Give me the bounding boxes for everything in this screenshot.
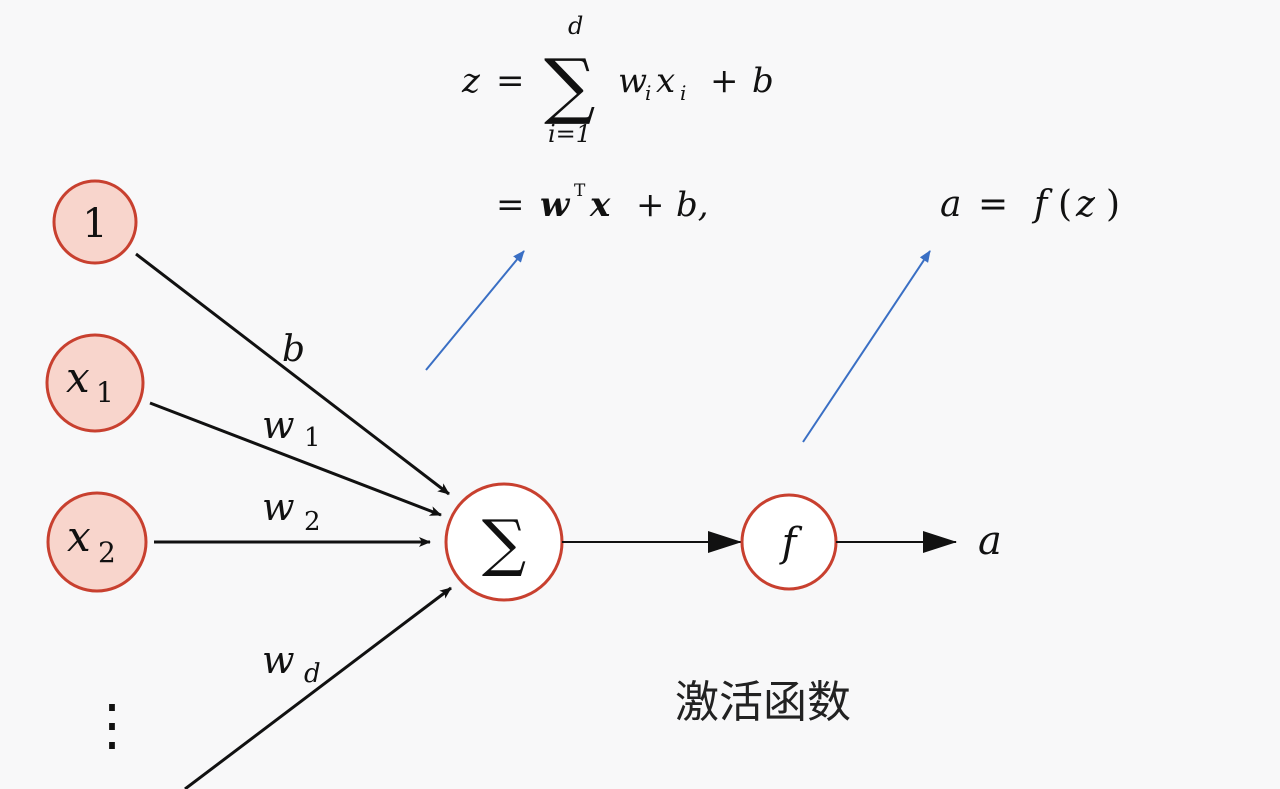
act-equals: = (978, 184, 1008, 225)
eq-plus-1: + (710, 61, 739, 101)
svg-text:w: w (262, 485, 295, 529)
act-lparen: ( (1058, 184, 1072, 225)
sum-node: ∑ (444, 482, 564, 602)
input-node-1: 1 (52, 179, 138, 265)
edge-wd (184, 586, 452, 789)
weighted-sum-equation: z = ∑ d i=1 w i x i + b = w T x + b, (461, 12, 774, 225)
svg-text:1: 1 (304, 423, 321, 453)
eq-x: x (656, 61, 675, 101)
eq-sum-lower: i=1 (548, 120, 591, 148)
eq-sum-upper: d (568, 12, 583, 40)
eq-equals-2: = (496, 185, 525, 225)
svg-text:w: w (262, 403, 295, 447)
eq-x-bold: x (589, 185, 611, 225)
eq-b-1: b (752, 61, 774, 101)
weight-label-w1: w 1 (262, 403, 321, 453)
weight-label-wd: w d (262, 638, 321, 689)
svg-text:d: d (304, 659, 321, 689)
edge-w1 (149, 401, 442, 517)
weight-label-b: b (282, 329, 305, 370)
pointer-arrow-sum (425, 250, 525, 371)
eq-w-sub: i (645, 81, 651, 105)
edge-bias (135, 252, 450, 496)
svg-text:x: x (67, 512, 91, 561)
activation-caption: 激活函数 (675, 677, 851, 728)
svg-text:1: 1 (96, 376, 114, 409)
eq-z: z (461, 61, 481, 101)
eq-sum-symbol: ∑ (544, 43, 595, 127)
act-a: a (940, 184, 961, 225)
output-label: a (978, 518, 1002, 564)
svg-text:2: 2 (304, 507, 321, 537)
input-node-x1: x 1 (45, 333, 145, 433)
act-z: z (1075, 184, 1096, 225)
input-ellipsis: ⋮ (84, 693, 140, 758)
activation-equation: a = f ( z ) (940, 184, 1120, 225)
svg-text:2: 2 (98, 536, 116, 569)
act-f: f (1031, 184, 1053, 225)
pointer-arrow-activation (802, 250, 931, 443)
eq-plus-2: + (636, 185, 665, 225)
input-node-x2: x 2 (46, 491, 148, 593)
weight-label-w2: w 2 (262, 485, 321, 537)
svg-text:x: x (66, 353, 90, 402)
eq-equals-1: = (496, 61, 525, 101)
act-rparen: ) (1106, 184, 1120, 225)
activation-node: f (740, 493, 838, 591)
eq-w-bold: w (540, 185, 571, 225)
svg-text:∑: ∑ (482, 506, 526, 579)
eq-transpose: T (574, 181, 586, 201)
eq-b-2: b, (676, 185, 709, 225)
eq-x-sub: i (680, 81, 686, 105)
svg-text:w: w (262, 638, 295, 682)
svg-text:1: 1 (82, 201, 107, 247)
eq-w: w (618, 61, 647, 101)
